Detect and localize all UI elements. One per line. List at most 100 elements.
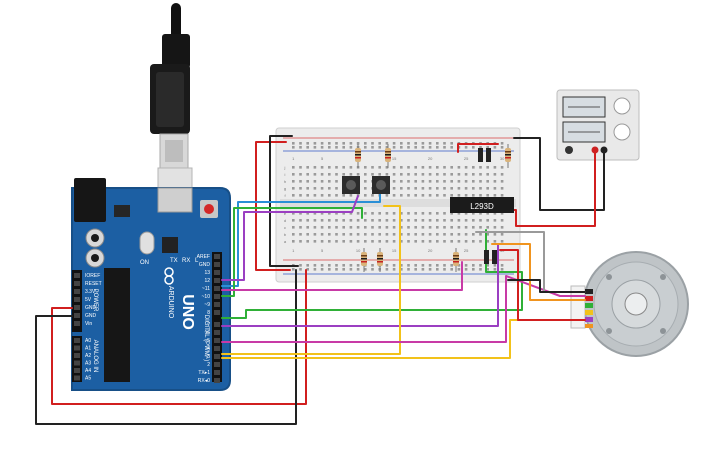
breadboard-hole[interactable] xyxy=(378,226,381,229)
breadboard-hole[interactable] xyxy=(493,146,497,149)
breadboard-hole[interactable] xyxy=(356,212,360,215)
breadboard-hole[interactable] xyxy=(486,212,489,215)
breadboard-hole[interactable] xyxy=(385,268,389,271)
breadboard-hole[interactable] xyxy=(443,233,446,236)
breadboard-hole[interactable] xyxy=(313,219,317,222)
breadboard-hole[interactable] xyxy=(328,212,331,215)
breadboard-hole[interactable] xyxy=(320,233,324,236)
breadboard-hole[interactable] xyxy=(414,219,417,222)
breadboard-hole[interactable] xyxy=(328,268,331,271)
breadboard-hole[interactable] xyxy=(421,233,425,236)
breadboard-hole[interactable] xyxy=(364,233,367,236)
breadboard-hole[interactable] xyxy=(364,180,367,183)
breadboard-hole[interactable] xyxy=(500,180,504,183)
breadboard-hole[interactable] xyxy=(457,173,461,176)
breadboard-hole[interactable] xyxy=(400,180,403,183)
breadboard-hole[interactable] xyxy=(407,233,410,236)
breadboard-hole[interactable] xyxy=(371,194,374,197)
breadboard-hole[interactable] xyxy=(364,240,367,243)
breadboard-hole[interactable] xyxy=(320,268,324,271)
breadboard-hole[interactable] xyxy=(313,146,317,149)
breadboard-hole[interactable] xyxy=(385,264,389,267)
breadboard-hole[interactable] xyxy=(306,233,309,236)
breadboard-hole[interactable] xyxy=(335,142,338,145)
breadboard-hole[interactable] xyxy=(306,194,309,197)
breadboard-hole[interactable] xyxy=(385,219,389,222)
breadboard-hole[interactable] xyxy=(407,264,410,267)
breadboard-hole[interactable] xyxy=(306,240,309,243)
breadboard-hole[interactable] xyxy=(436,146,439,149)
breadboard-hole[interactable] xyxy=(299,180,302,183)
breadboard-hole[interactable] xyxy=(443,146,446,149)
breadboard-hole[interactable] xyxy=(414,187,417,190)
breadboard-hole[interactable] xyxy=(464,166,468,169)
breadboard-hole[interactable] xyxy=(328,180,331,183)
breadboard-hole[interactable] xyxy=(479,212,482,215)
breadboard-hole[interactable] xyxy=(342,194,345,197)
breadboard-hole[interactable] xyxy=(320,240,324,243)
breadboard-hole[interactable] xyxy=(436,233,439,236)
header-pin[interactable] xyxy=(74,345,80,351)
header-pin[interactable] xyxy=(214,310,220,315)
breadboard-hole[interactable] xyxy=(450,187,453,190)
breadboard-hole[interactable] xyxy=(335,146,338,149)
breadboard-hole[interactable] xyxy=(486,264,489,267)
breadboard-hole[interactable] xyxy=(486,268,489,271)
breadboard-hole[interactable] xyxy=(392,264,396,267)
breadboard-hole[interactable] xyxy=(486,187,489,190)
breadboard-hole[interactable] xyxy=(407,226,410,229)
header-pin[interactable] xyxy=(214,338,220,343)
breadboard-hole[interactable] xyxy=(457,187,461,190)
breadboard-hole[interactable] xyxy=(400,212,403,215)
breadboard-hole[interactable] xyxy=(385,212,389,215)
breadboard-hole[interactable] xyxy=(400,268,403,271)
breadboard-hole[interactable] xyxy=(378,212,381,215)
breadboard-hole[interactable] xyxy=(328,240,331,243)
breadboard-hole[interactable] xyxy=(450,226,453,229)
breadboard-hole[interactable] xyxy=(500,173,504,176)
breadboard-hole[interactable] xyxy=(450,233,453,236)
breadboard-hole[interactable] xyxy=(500,166,504,169)
breadboard-hole[interactable] xyxy=(486,180,489,183)
breadboard-hole[interactable] xyxy=(299,264,302,267)
breadboard-hole[interactable] xyxy=(428,233,432,236)
breadboard-hole[interactable] xyxy=(364,219,367,222)
breadboard-hole[interactable] xyxy=(493,226,497,229)
breadboard-hole[interactable] xyxy=(313,166,317,169)
breadboard-hole[interactable] xyxy=(479,187,482,190)
breadboard-hole[interactable] xyxy=(385,194,389,197)
header-pin[interactable] xyxy=(214,362,220,367)
breadboard-hole[interactable] xyxy=(299,173,302,176)
breadboard-hole[interactable] xyxy=(335,240,338,243)
breadboard-hole[interactable] xyxy=(356,233,360,236)
breadboard-hole[interactable] xyxy=(414,166,417,169)
breadboard-hole[interactable] xyxy=(407,142,410,145)
breadboard-hole[interactable] xyxy=(328,194,331,197)
breadboard-hole[interactable] xyxy=(349,233,353,236)
breadboard-hole[interactable] xyxy=(371,219,374,222)
breadboard-hole[interactable] xyxy=(292,240,295,243)
breadboard-hole[interactable] xyxy=(486,173,489,176)
breadboard-hole[interactable] xyxy=(464,180,468,183)
breadboard-hole[interactable] xyxy=(457,212,461,215)
breadboard-hole[interactable] xyxy=(292,180,295,183)
breadboard-hole[interactable] xyxy=(428,173,432,176)
breadboard-hole[interactable] xyxy=(493,268,497,271)
breadboard-hole[interactable] xyxy=(371,233,374,236)
breadboard-hole[interactable] xyxy=(378,219,381,222)
breadboard-hole[interactable] xyxy=(392,226,396,229)
breadboard-hole[interactable] xyxy=(414,194,417,197)
breadboard-hole[interactable] xyxy=(392,219,396,222)
breadboard-hole[interactable] xyxy=(364,226,367,229)
breadboard-hole[interactable] xyxy=(342,219,345,222)
breadboard-hole[interactable] xyxy=(313,180,317,183)
breadboard-hole[interactable] xyxy=(306,180,309,183)
breadboard-hole[interactable] xyxy=(313,264,317,267)
breadboard-hole[interactable] xyxy=(371,240,374,243)
breadboard-hole[interactable] xyxy=(292,212,295,215)
header-pin[interactable] xyxy=(74,273,80,278)
breadboard-hole[interactable] xyxy=(450,173,453,176)
breadboard-hole[interactable] xyxy=(414,180,417,183)
breadboard-hole[interactable] xyxy=(436,173,439,176)
breadboard-hole[interactable] xyxy=(371,142,374,145)
